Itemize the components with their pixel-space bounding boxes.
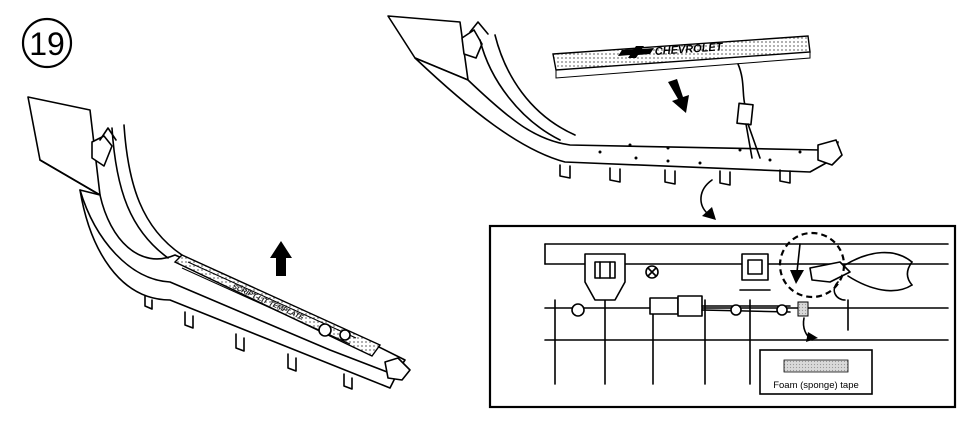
callout-label: Foam (sponge) tape [773, 380, 859, 391]
insert-arrow-icon [790, 243, 804, 284]
sill-plate-brand: CHEVROLET [654, 41, 724, 58]
left-trim-panel: SCRIPT-LIT TEMPLATE [27, 96, 411, 390]
step-number: 19 [29, 26, 65, 62]
pliers-icon [809, 251, 913, 301]
chevrolet-bowtie-icon [618, 46, 654, 58]
right-trim-panel: CHEVROLET [387, 15, 843, 220]
down-arrow-icon [668, 79, 689, 113]
up-arrow-icon [270, 241, 292, 276]
detail-arrow-icon [700, 179, 716, 220]
step-badge: 19 [21, 17, 73, 69]
foam-tape-callout: Foam (sponge) tape [759, 349, 873, 395]
detail-box: Foam (sponge) tape [488, 224, 957, 409]
foam-tape [797, 301, 809, 317]
